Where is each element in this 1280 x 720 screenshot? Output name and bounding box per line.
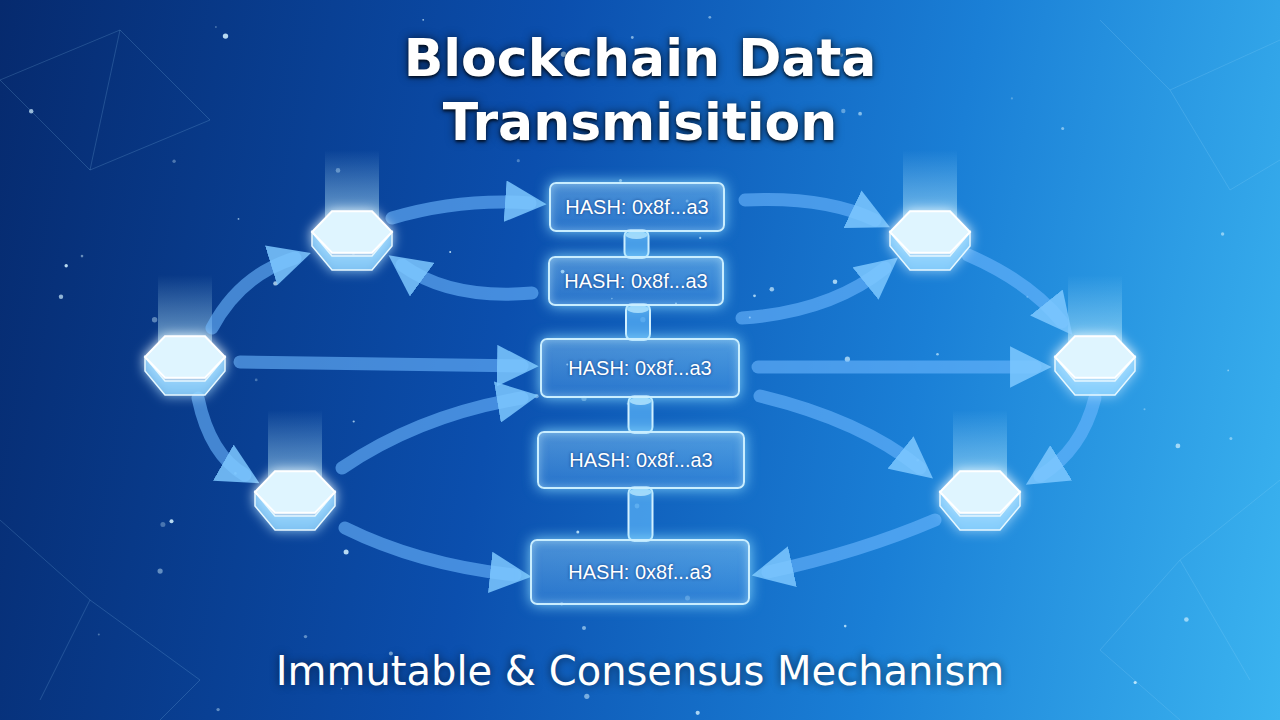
star-dot xyxy=(1221,232,1224,235)
star-dot xyxy=(699,237,701,239)
star-dot xyxy=(584,694,589,699)
diagram-caption: Immutable & Consensus Mechanism xyxy=(140,646,1140,696)
star-dot xyxy=(770,287,775,292)
cylinder-cap xyxy=(630,488,652,496)
star-dot xyxy=(708,16,711,19)
star-dot xyxy=(81,255,84,258)
star-dot xyxy=(696,711,700,715)
star-dot xyxy=(29,109,33,113)
star-dot xyxy=(172,160,175,163)
star-dot xyxy=(255,379,258,382)
hexagon-node xyxy=(255,471,335,513)
star-dot xyxy=(152,317,157,322)
star-dot xyxy=(98,633,100,635)
hexagon-node xyxy=(1055,336,1135,378)
hash-label: HASH: 0x8f...a3 xyxy=(564,270,707,293)
star-dot xyxy=(216,708,219,711)
chain-link xyxy=(625,230,649,258)
hash-block: HASH: 0x8f...a3 xyxy=(549,182,725,232)
star-dot xyxy=(273,281,277,285)
star-dot xyxy=(936,353,939,356)
star-dot xyxy=(858,112,862,116)
star-dot xyxy=(449,251,451,253)
star-dot xyxy=(160,522,165,527)
chain-cylinder xyxy=(625,230,649,258)
hash-label: HASH: 0x8f...a3 xyxy=(568,357,711,380)
hexagon-node xyxy=(890,211,970,253)
star-dot xyxy=(223,33,228,38)
star-dot xyxy=(1061,127,1064,130)
star-dot xyxy=(422,19,424,21)
star-dot xyxy=(1144,408,1146,410)
star-dot xyxy=(844,625,847,628)
chain-cylinder xyxy=(629,396,653,433)
star-dot xyxy=(576,531,579,534)
star-dot xyxy=(535,394,539,398)
star-dot xyxy=(238,218,240,220)
hash-block: HASH: 0x8f...a3 xyxy=(548,256,724,306)
chain-cylinder xyxy=(626,304,650,340)
star-dot xyxy=(1176,444,1181,449)
cylinder-cap xyxy=(626,231,648,239)
star-dot xyxy=(1184,617,1189,622)
star-dot xyxy=(753,294,756,297)
star-dot xyxy=(158,569,163,574)
star-dot xyxy=(517,159,520,162)
chain-link xyxy=(626,304,650,340)
star-dot xyxy=(304,635,307,638)
cylinder-cap xyxy=(627,305,649,313)
hash-label: HASH: 0x8f...a3 xyxy=(568,561,711,584)
star-dot xyxy=(170,519,174,523)
hexagon-node xyxy=(312,211,392,253)
star-dot xyxy=(841,109,845,113)
star-dot xyxy=(1134,681,1137,684)
star-dot xyxy=(353,420,355,422)
chain-cylinder xyxy=(629,487,653,541)
hash-label: HASH: 0x8f...a3 xyxy=(569,449,712,472)
star-dot xyxy=(1011,97,1013,99)
hash-block: HASH: 0x8f...a3 xyxy=(537,431,745,489)
hash-block: HASH: 0x8f...a3 xyxy=(530,539,750,605)
star-dot xyxy=(65,264,68,267)
star-dot xyxy=(582,626,586,630)
star-dot xyxy=(1229,437,1232,440)
hash-label: HASH: 0x8f...a3 xyxy=(565,196,708,219)
hash-block: HASH: 0x8f...a3 xyxy=(540,338,740,398)
star-dot xyxy=(59,295,63,299)
hexagon-node xyxy=(940,471,1020,513)
star-dot xyxy=(833,280,838,285)
hexagon-node xyxy=(145,336,225,378)
star-dot xyxy=(1227,370,1229,372)
star-dot xyxy=(215,26,217,28)
star-dot xyxy=(344,550,349,555)
cylinder-cap xyxy=(630,397,652,405)
chain-link xyxy=(629,487,653,541)
diagram-title: Blockchain Data Transmisition xyxy=(290,26,990,154)
chain-link xyxy=(629,396,653,433)
